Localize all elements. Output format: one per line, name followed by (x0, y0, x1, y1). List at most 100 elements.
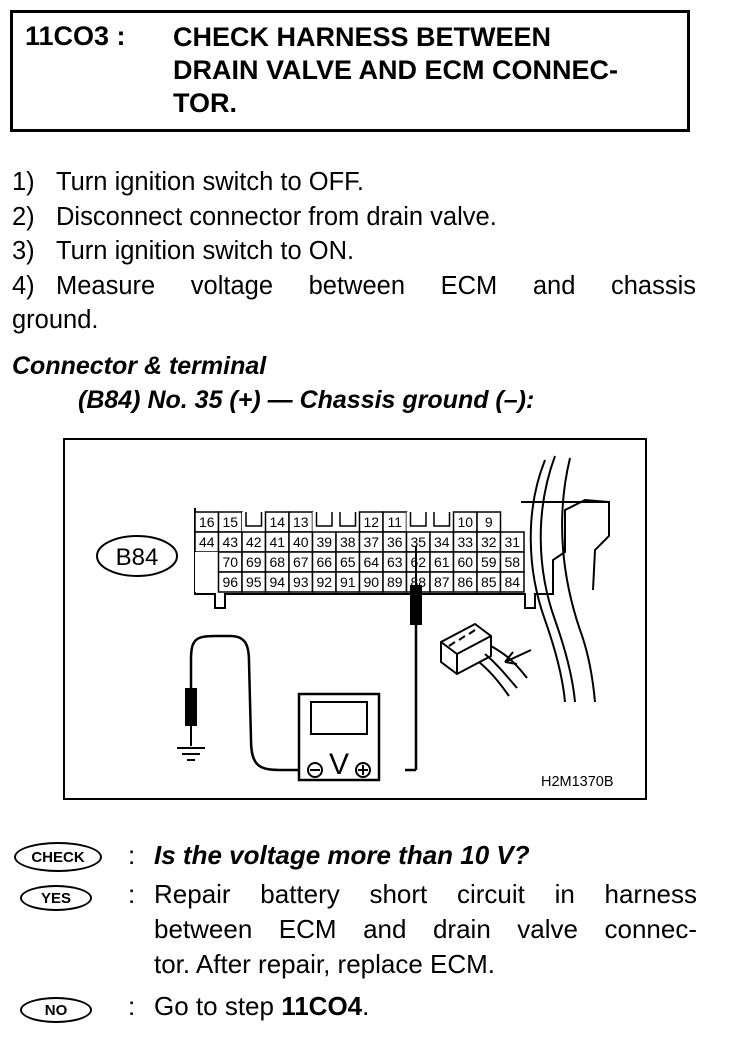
yes-answer: Repair battery short circuit in harness … (154, 877, 697, 982)
pin-cell (406, 512, 430, 532)
pin-cell (336, 512, 360, 532)
step-text: Measure voltage between ECM and chassis (56, 271, 696, 300)
yes-colon: : (128, 879, 136, 909)
pin-number: 38 (340, 534, 356, 550)
step-number: 4) (12, 271, 35, 300)
pin-number: 58 (504, 554, 520, 570)
pin-number: 31 (504, 534, 520, 550)
pin-number: 62 (410, 554, 426, 570)
pin-number: 15 (222, 514, 238, 530)
ground-icon (177, 726, 205, 761)
title-line-1: CHECK HARNESS BETWEEN (173, 22, 552, 52)
pin-cell (430, 512, 454, 532)
step-number: 1) (12, 168, 35, 196)
step-text: Disconnect connector from drain valve. (56, 202, 497, 231)
pin-number: 94 (269, 574, 285, 590)
check-question: Is the voltage more than 10 V? (154, 840, 530, 870)
step-number: 3) (12, 237, 35, 265)
no-step-ref: 11CO4 (281, 991, 363, 1021)
pin-number: 89 (387, 574, 403, 590)
pin-number: 68 (269, 554, 285, 570)
pin-cell (242, 512, 266, 532)
pin-cell (195, 572, 219, 592)
pin-number: 13 (293, 514, 309, 530)
pin-number: 66 (316, 554, 332, 570)
pin-number: 44 (199, 534, 215, 550)
yes-badge: YES (20, 885, 92, 911)
title-line-3: TOR. (173, 88, 238, 118)
pin-number: 40 (293, 534, 309, 550)
step-id: 11CO3 : (25, 21, 126, 51)
connector-label-ellipse (96, 535, 178, 577)
pin-number: 39 (316, 534, 332, 550)
voltmeter-icon (297, 692, 381, 782)
pin-number: 67 (293, 554, 309, 570)
pin-number: 34 (434, 534, 450, 550)
pin-number: 95 (246, 574, 262, 590)
yes-line-1: Repair battery short circuit in harness (154, 879, 697, 909)
connector-notch (433, 512, 451, 527)
connector-terminal-spec: (B84) No. 35 (+) — Chassis ground (–): (78, 386, 535, 414)
pin-number: 96 (222, 574, 238, 590)
connector-notch (409, 512, 427, 527)
pin-number: 37 (363, 534, 379, 550)
check-badge: CHECK (14, 842, 102, 872)
positive-probe (405, 546, 422, 772)
meter-symbol: V (329, 748, 349, 781)
step-title: CHECK HARNESS BETWEEN DRAIN VALVE AND EC… (173, 21, 683, 120)
step-2: 2) Disconnect connector from drain valve… (12, 200, 696, 235)
pin-number: 43 (222, 534, 238, 550)
figure-code: H2M1370B (541, 774, 614, 790)
pin-cell (499, 571, 525, 593)
pin-number: 16 (199, 514, 215, 530)
pin-number: 63 (387, 554, 403, 570)
no-answer: Go to step 11CO4. (154, 989, 697, 1024)
pin-number: 33 (457, 534, 473, 550)
drain-valve-connector-icon (440, 622, 532, 697)
pin-number: 11 (387, 514, 402, 530)
no-prefix: Go to step (154, 991, 282, 1021)
negative-probe (189, 634, 313, 772)
pin-number: 85 (481, 574, 497, 590)
pin-number: 9 (485, 514, 493, 530)
pin-number: 61 (434, 554, 450, 570)
connector-terminal-heading: Connector & terminal (12, 352, 267, 380)
pin-cell (312, 512, 336, 532)
step-4-continuation: ground. (12, 306, 99, 334)
no-suffix: . (362, 991, 370, 1021)
connector-notch (315, 512, 333, 527)
title-line-2: DRAIN VALVE AND ECM CONNEC- (173, 55, 618, 85)
pin-number: 32 (481, 534, 497, 550)
step-number: 2) (12, 202, 35, 231)
pin-number: 64 (363, 554, 379, 570)
step-text: Turn ignition switch to OFF. (56, 168, 364, 196)
pin-number: 35 (410, 534, 426, 550)
pin-number: 60 (457, 554, 473, 570)
step-1: 1) Turn ignition switch to OFF. (12, 165, 696, 200)
procedure-steps: 1) Turn ignition switch to OFF. 2) Disco… (12, 165, 696, 338)
pin-number: 90 (363, 574, 379, 590)
pin-number: 91 (340, 574, 356, 590)
connector-notch (245, 512, 263, 527)
yes-line-3: tor. After repair, replace ECM. (154, 949, 496, 979)
pin-number: 70 (222, 554, 238, 570)
no-badge: NO (20, 997, 92, 1023)
pin-number: 14 (269, 514, 285, 530)
pin-number: 59 (481, 554, 497, 570)
connector-notch (339, 512, 357, 527)
pin-number: 93 (293, 574, 309, 590)
ground-probe-handle (185, 688, 197, 726)
pin-number: 10 (457, 514, 473, 530)
yes-line-2: between ECM and drain valve connec- (154, 914, 697, 944)
step-text: Turn ignition switch to ON. (56, 237, 355, 265)
check-colon: : (128, 840, 136, 870)
pin-number: 41 (269, 534, 285, 550)
step-3: 3) Turn ignition switch to ON. (12, 234, 696, 269)
step-title-box: 11CO3 : CHECK HARNESS BETWEEN DRAIN VALV… (10, 10, 690, 132)
pin-number: 36 (387, 534, 403, 550)
pin-number: 12 (363, 514, 379, 530)
pin-number: 69 (246, 554, 262, 570)
pin-number: 92 (316, 574, 332, 590)
